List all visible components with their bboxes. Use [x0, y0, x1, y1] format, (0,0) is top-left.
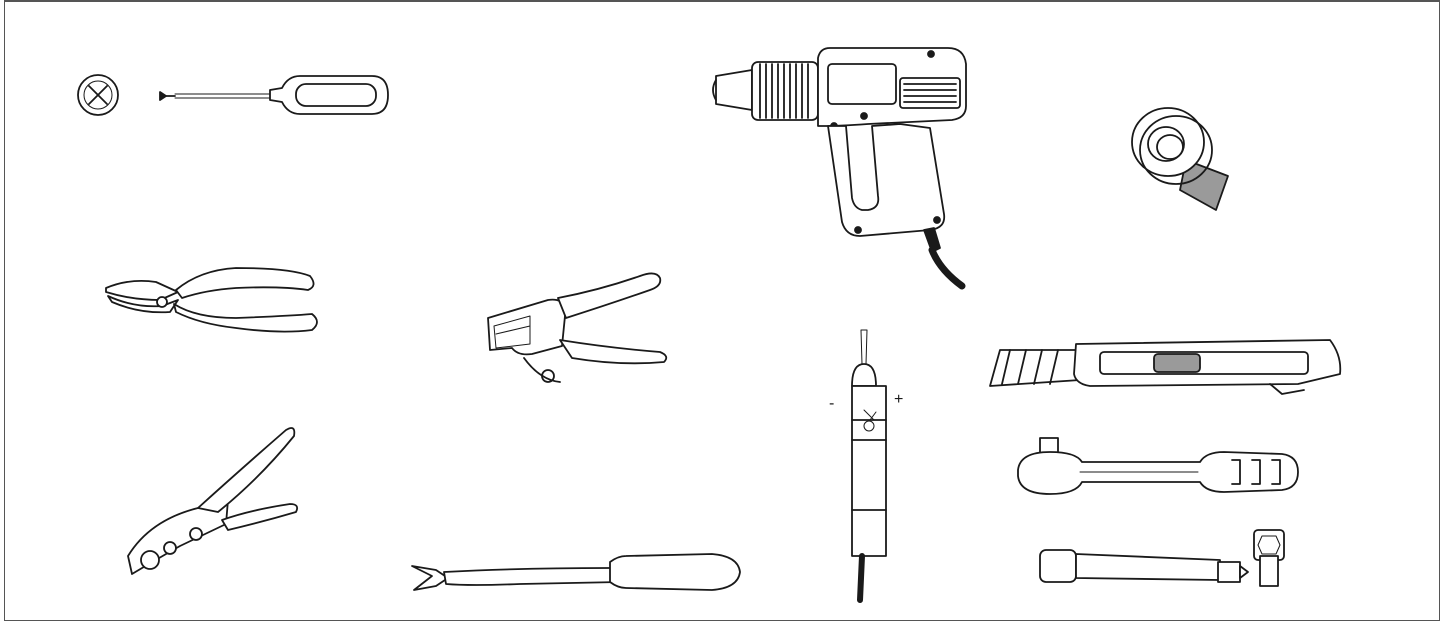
utility-knife-icon [989, 339, 1342, 395]
diagonal-cutters-icon [105, 267, 318, 333]
wire-stripper-icon [487, 272, 668, 383]
crimping-tool-icon [127, 427, 299, 575]
test-probe-icon: - + [829, 329, 903, 603]
ratchet-handle-icon [1017, 437, 1299, 495]
heat-gun-icon [712, 47, 967, 290]
prohibited-icon [77, 74, 119, 116]
screwdriver-icon [159, 75, 389, 115]
probe-plus-label: + [894, 391, 903, 408]
socket-icon [1253, 529, 1285, 587]
probe-minus-label: - [829, 395, 834, 412]
tape-roll-icon [1131, 107, 1229, 211]
extension-bar-icon [1039, 549, 1249, 583]
trim-removal-tool-icon [411, 553, 741, 591]
diagram-frame [4, 0, 1440, 621]
